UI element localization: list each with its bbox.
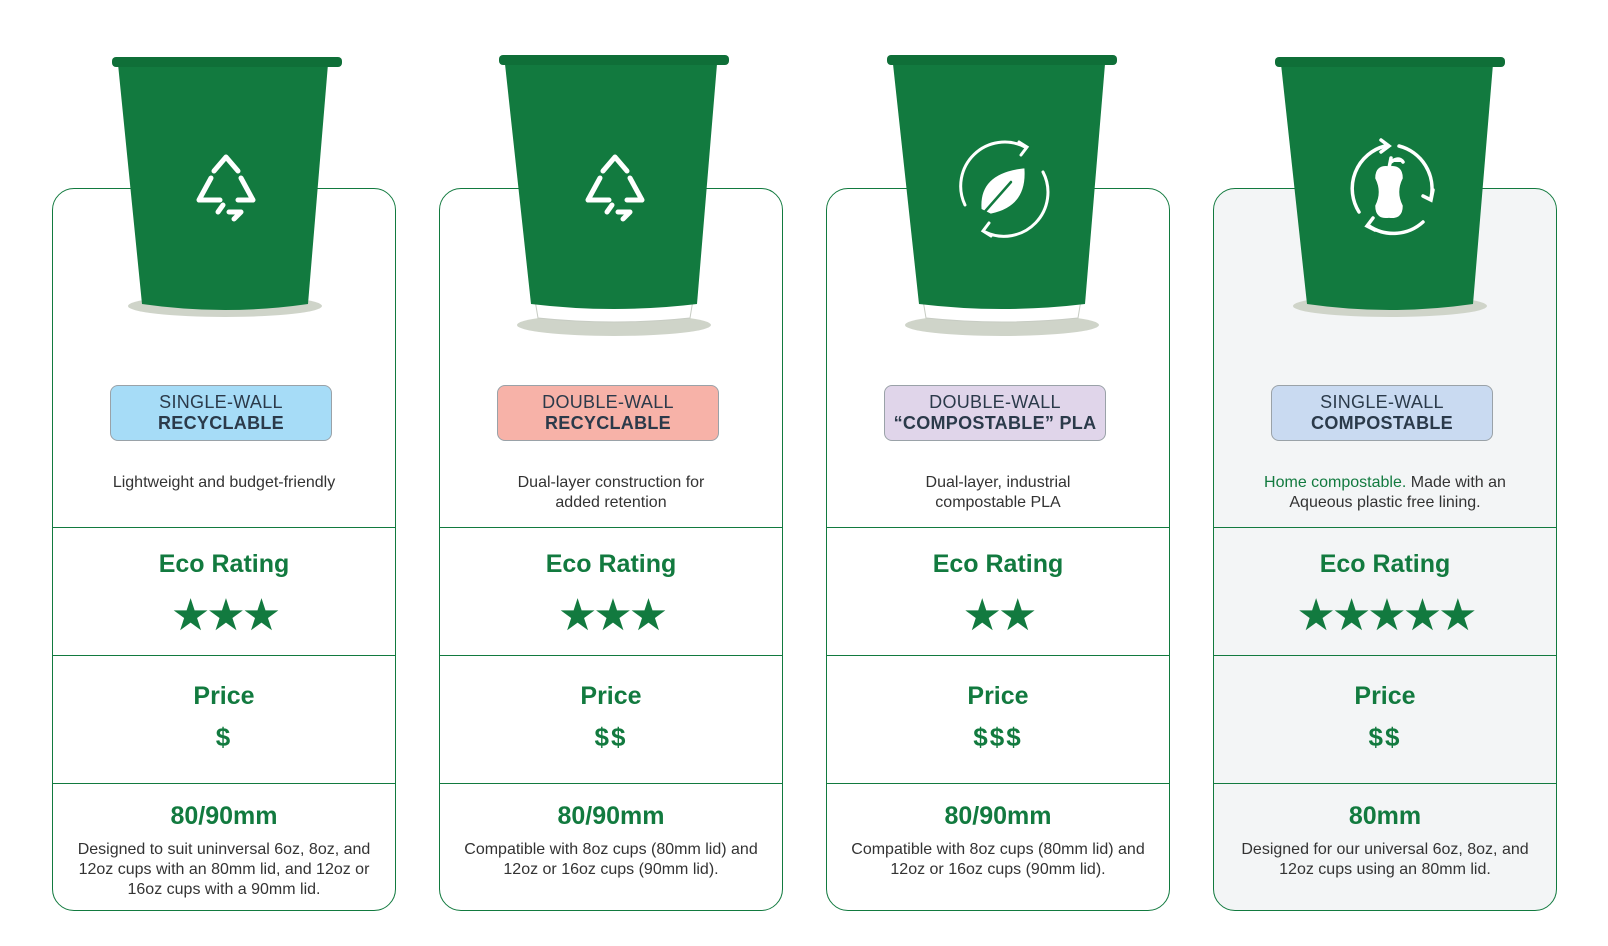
badge-material: RECYCLABLE (544, 413, 671, 433)
size-section: 80/90mm Compatible with 8oz cups (80mm l… (440, 783, 782, 910)
price-value: $ (215, 722, 233, 752)
size-description: Designed to suit uninversal 6oz, 8oz, an… (77, 841, 371, 898)
price-section: Price $$$ (827, 655, 1169, 784)
price-label: Price (580, 682, 642, 710)
size-section: 80mm Designed for our universal 6oz, 8oz… (1214, 783, 1556, 910)
recycle-icon (585, 154, 645, 222)
price-label: Price (967, 682, 1029, 710)
price-label: Price (1354, 682, 1416, 710)
badge-wall-type: DOUBLE-WALL (929, 392, 1061, 412)
product-card-single-wall-compostable: SINGLE-WALL COMPOSTABLE Home compostable… (1213, 188, 1557, 911)
eco-rating-section: Eco Rating ★★★★★ (1214, 527, 1556, 656)
eco-rating-label: Eco Rating (932, 550, 1064, 578)
badge-wall-type: DOUBLE-WALL (542, 392, 674, 412)
star-rating: ★★ (962, 590, 1038, 641)
price-section: Price $$ (440, 655, 782, 784)
recycle-icon (196, 154, 256, 222)
double-wall-pla-cup-image (887, 55, 1117, 336)
price-label: Price (193, 682, 255, 710)
leaf-cycle-icon (959, 140, 1050, 238)
eco-rating-label: Eco Rating (545, 550, 677, 578)
single-wall-compostable-cup-image (1275, 57, 1505, 317)
type-badge: DOUBLE-WALL “COMPOSTABLE” PLA (884, 385, 1106, 441)
star-rating: ★★★ (557, 590, 668, 641)
size-description: Designed for our universal 6oz, 8oz, and… (1241, 841, 1529, 878)
badge-material: COMPOSTABLE (1311, 413, 1453, 433)
size-description: Compatible with 8oz cups (80mm lid) and … (851, 841, 1145, 878)
apple-core-cycle-icon (1350, 138, 1435, 236)
lid-size: 80/90mm (170, 802, 278, 830)
type-badge: SINGLE-WALL COMPOSTABLE (1271, 385, 1493, 441)
price-value: $$$ (973, 722, 1023, 752)
star-rating: ★★★ (170, 590, 281, 641)
eco-rating-label: Eco Rating (158, 550, 290, 578)
star-rating: ★★★★★ (1296, 590, 1477, 641)
price-value: $$ (594, 722, 628, 752)
eco-rating-label: Eco Rating (1319, 550, 1451, 578)
lid-size: 80mm (1348, 802, 1422, 830)
type-badge: SINGLE-WALL RECYCLABLE (110, 385, 332, 441)
badge-wall-type: SINGLE-WALL (159, 392, 283, 412)
eco-rating-section: Eco Rating ★★★ (440, 527, 782, 656)
size-section: 80/90mm Compatible with 8oz cups (80mm l… (827, 783, 1169, 910)
size-section: 80/90mm Designed to suit uninversal 6oz,… (53, 783, 395, 910)
lid-size: 80/90mm (944, 802, 1052, 830)
price-value: $$ (1368, 722, 1402, 752)
eco-rating-section: Eco Rating ★★ (827, 527, 1169, 656)
double-wall-cup-image (499, 55, 729, 336)
price-section: Price $$ (1214, 655, 1556, 784)
eco-rating-section: Eco Rating ★★★ (53, 527, 395, 656)
single-wall-cup-image (112, 57, 342, 317)
card-description: Lightweight and budget-friendly (112, 474, 336, 491)
type-badge: DOUBLE-WALL RECYCLABLE (497, 385, 719, 441)
lid-size: 80/90mm (557, 802, 665, 830)
card-description: Dual-layer, industrial compostable PLA (925, 474, 1071, 511)
badge-wall-type: SINGLE-WALL (1320, 392, 1444, 412)
badge-material: RECYCLABLE (157, 413, 284, 433)
card-description: Dual-layer construction for added retent… (517, 474, 705, 511)
size-description: Compatible with 8oz cups (80mm lid) and … (464, 841, 758, 878)
badge-material: “COMPOSTABLE” PLA (893, 413, 1097, 433)
card-description: Home compostable. Made with an Aqueous p… (1264, 474, 1506, 511)
price-section: Price $ (53, 655, 395, 784)
